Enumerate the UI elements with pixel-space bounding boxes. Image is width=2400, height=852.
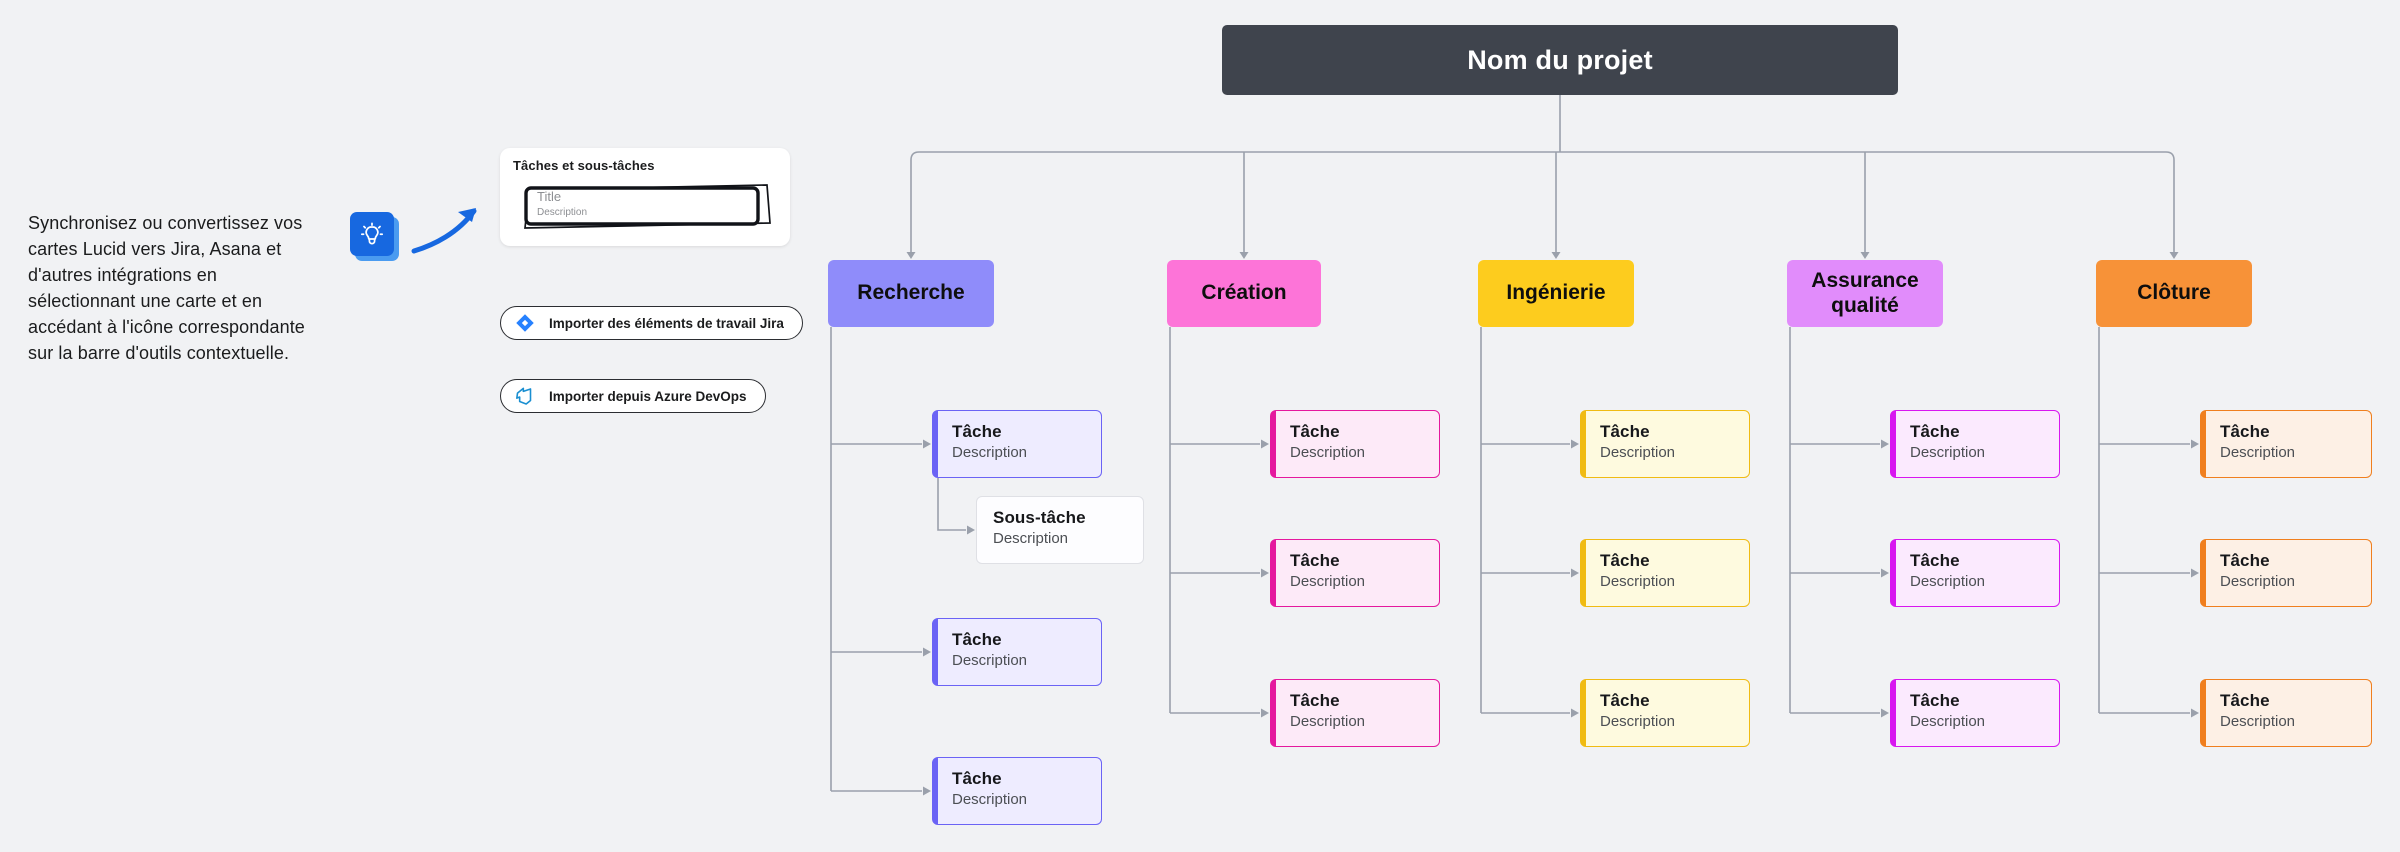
- phase-header-label: Recherche: [857, 281, 965, 305]
- task-card-description: Description: [1910, 713, 1986, 731]
- phase-header-label: Ingénierie: [1506, 281, 1606, 305]
- task-card-description: Description: [1290, 444, 1366, 462]
- phase-header-assurance-qualite[interactable]: Assurance qualité: [1787, 260, 1943, 327]
- task-card-title: Tâche: [1600, 551, 1650, 570]
- task-card-title: Tâche: [2220, 422, 2270, 441]
- task-card-description: Description: [1600, 713, 1676, 731]
- lightbulb-icon: [350, 212, 399, 261]
- phase-header-ingenierie[interactable]: Ingénierie: [1478, 260, 1634, 327]
- task-card-description: Description: [1290, 713, 1366, 731]
- task-card-title: Tâche: [1290, 551, 1340, 570]
- phase-header-label: Assurance qualité: [1811, 269, 1919, 317]
- azure-devops-icon: [516, 387, 532, 405]
- lightbulb-icon-face: [350, 212, 394, 256]
- import-jira-button[interactable]: Importer des éléments de travail Jira: [500, 306, 803, 340]
- phase-header-label: Création: [1201, 281, 1287, 305]
- task-card-title: Tâche: [1290, 422, 1340, 441]
- tasks-subtasks-panel: Tâches et sous-tâches Title Description: [500, 148, 790, 246]
- task-card-title: Tâche: [1910, 691, 1960, 710]
- sketch-card-description: Description: [537, 206, 588, 218]
- phase-header-label: Clôture: [2137, 281, 2211, 305]
- curved-arrow-icon: [411, 208, 477, 254]
- import-azure-devops-button-label: Importer depuis Azure DevOps: [549, 388, 747, 404]
- task-card-description: Description: [2220, 573, 2296, 591]
- task-card-title: Tâche: [1600, 691, 1650, 710]
- sketch-card-preview: Title Description: [515, 181, 773, 231]
- explainer-text: Synchronisez ou convertissez vos cartes …: [28, 213, 305, 364]
- subtask-card-title: Sous-tâche: [993, 508, 1086, 527]
- task-card-title: Tâche: [2220, 691, 2270, 710]
- import-azure-devops-button[interactable]: Importer depuis Azure DevOps: [500, 379, 766, 413]
- task-card-title: Tâche: [1910, 551, 1960, 570]
- task-card-title: Tâche: [1910, 422, 1960, 441]
- task-card-description: Description: [952, 652, 1028, 670]
- task-card-title: Tâche: [2220, 551, 2270, 570]
- task-card-title: Tâche: [952, 630, 1002, 649]
- task-card-description: Description: [1910, 573, 1986, 591]
- sketch-card-title: Title: [537, 189, 562, 204]
- task-card-title: Tâche: [1600, 422, 1650, 441]
- sketch-card-text: Title Description: [537, 189, 588, 219]
- task-card-title: Tâche: [952, 769, 1002, 788]
- task-card-title: Tâche: [1290, 691, 1340, 710]
- import-jira-button-label: Importer des éléments de travail Jira: [549, 315, 784, 331]
- jira-diamond-icon: [516, 314, 534, 332]
- task-card-description: Description: [952, 444, 1028, 462]
- task-card-title: Tâche: [952, 422, 1002, 441]
- task-card-description: Description: [2220, 444, 2296, 462]
- task-card-description: Description: [952, 791, 1028, 809]
- project-root-label: Nom du projet: [1467, 44, 1653, 75]
- task-card-description: Description: [2220, 713, 2296, 731]
- task-card-description: Description: [1290, 573, 1366, 591]
- project-root-node[interactable]: Nom du projet: [1222, 25, 1898, 95]
- phase-header-recherche[interactable]: Recherche: [828, 260, 994, 327]
- task-card-description: Description: [1910, 444, 1986, 462]
- task-card-description: Description: [1600, 444, 1676, 462]
- panel-title: Tâches et sous-tâches: [513, 158, 655, 173]
- subtask-card-description: Description: [993, 530, 1069, 548]
- task-card-description: Description: [1600, 573, 1676, 591]
- phase-header-cloture[interactable]: Clôture: [2096, 260, 2252, 327]
- phase-header-creation[interactable]: Création: [1167, 260, 1321, 327]
